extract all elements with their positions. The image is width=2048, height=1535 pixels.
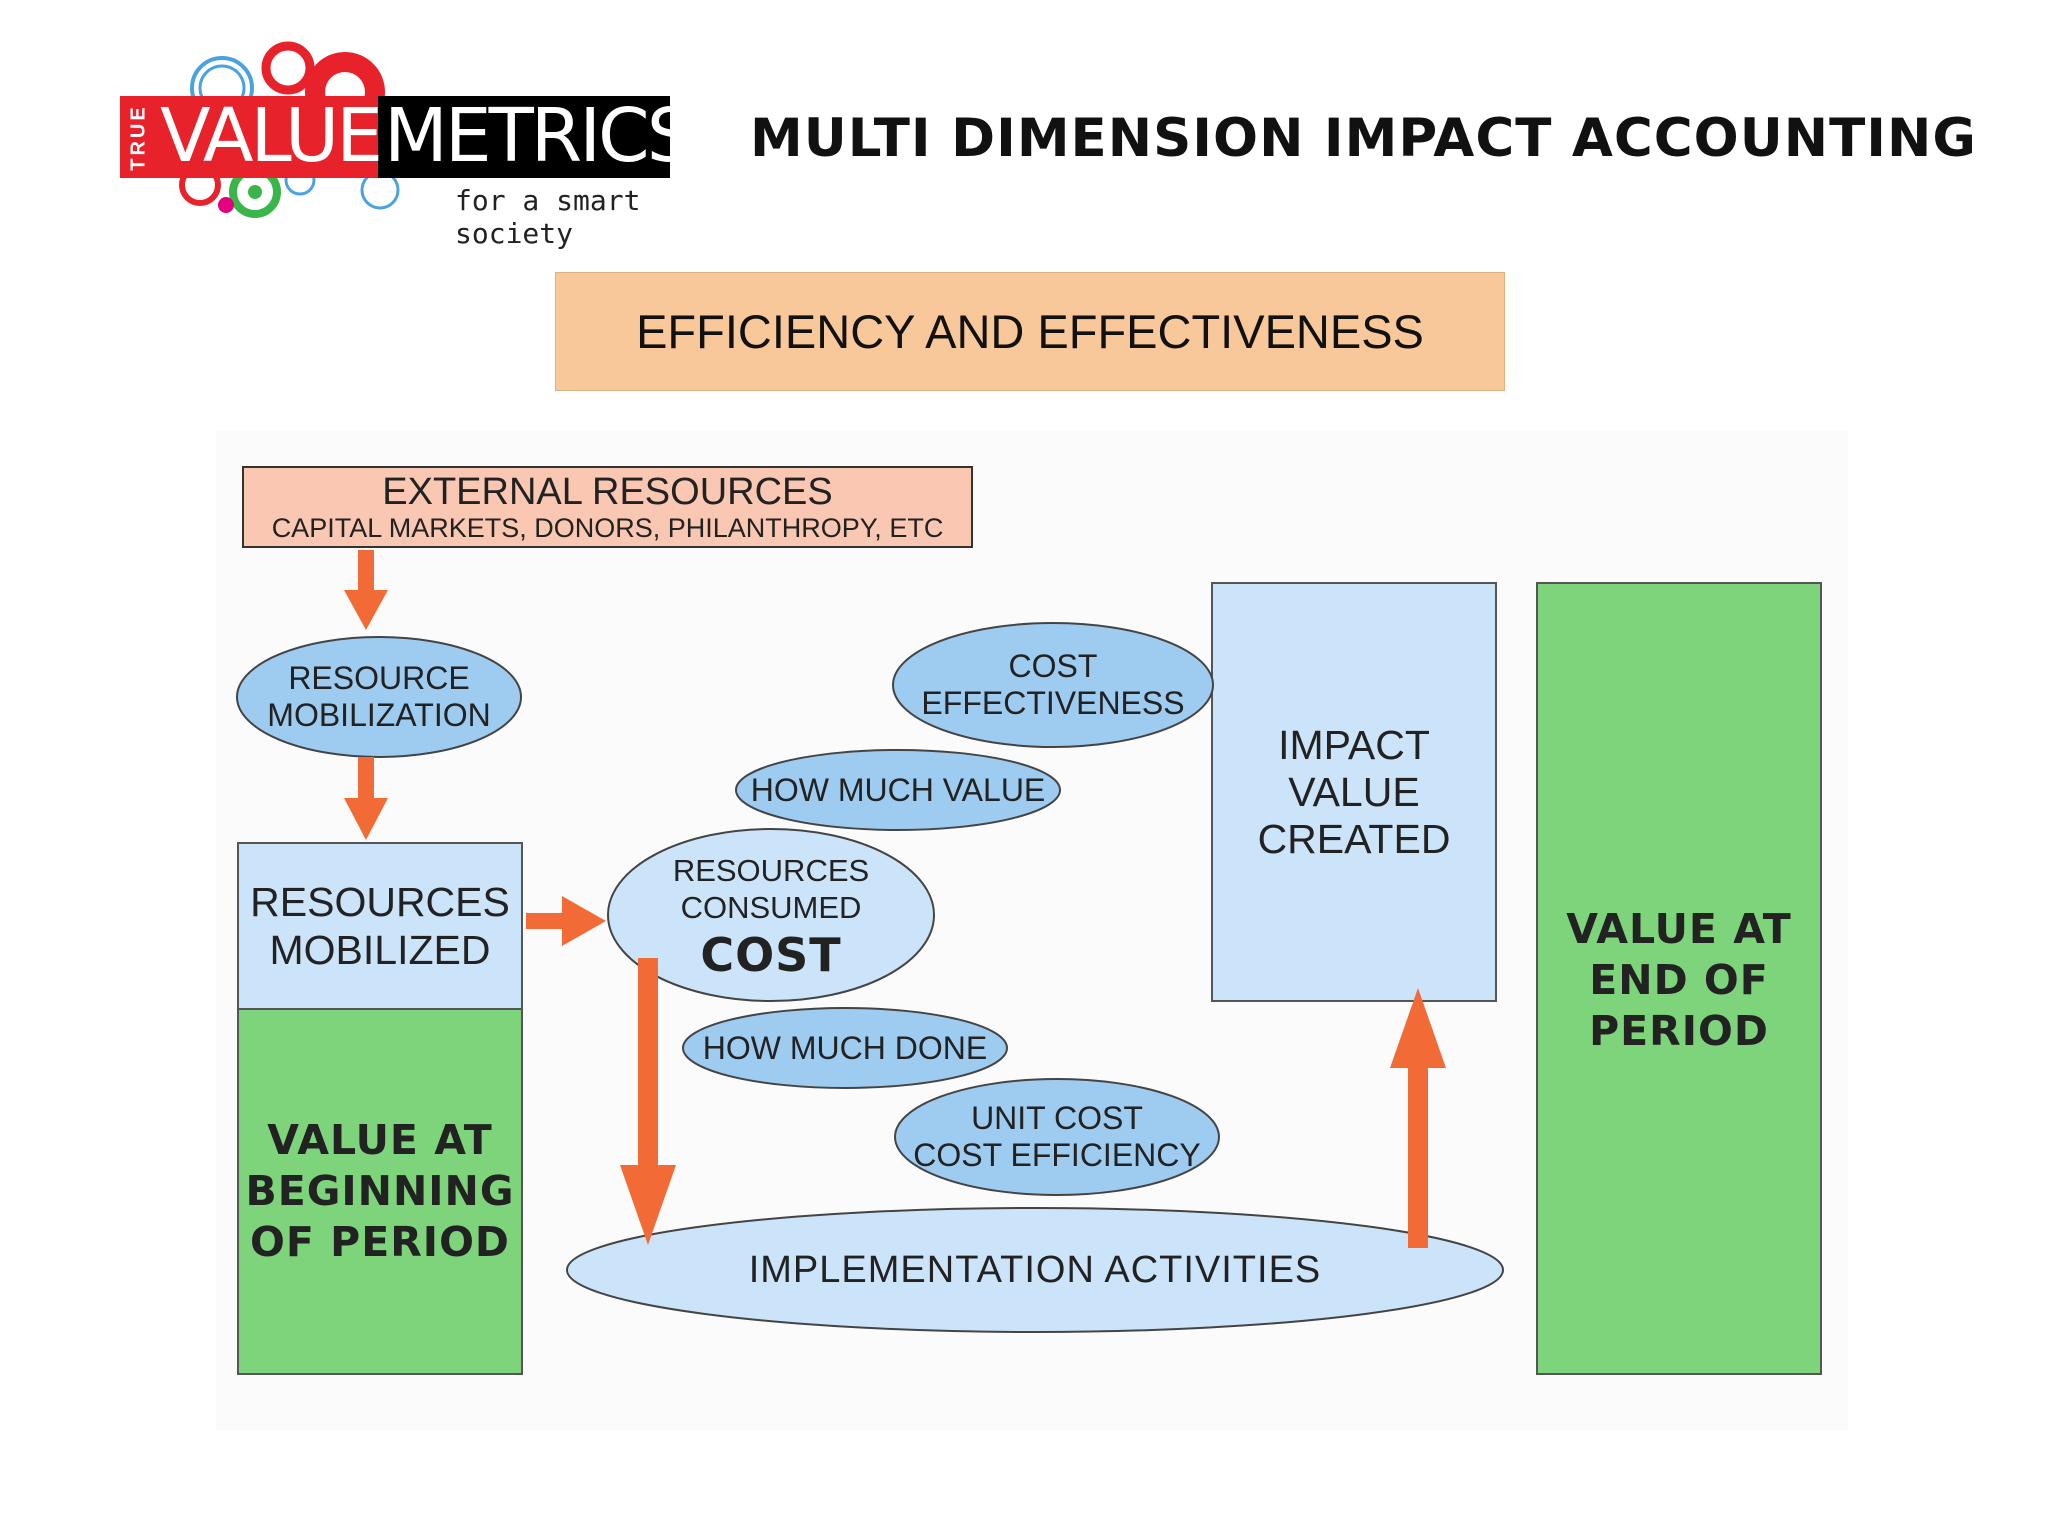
banner-text: EFFICIENCY AND EFFECTIVENESS: [636, 305, 1424, 358]
arrow-mobilized-shaft: [526, 913, 566, 929]
arrow-up-head: [1390, 988, 1446, 1068]
arrow-mobilized-head: [562, 896, 606, 946]
unit-cost-line2: COST EFFICIENCY: [913, 1137, 1201, 1173]
logo-value-text: VALUE: [160, 93, 383, 179]
value-beginning-line1: VALUE AT: [267, 1116, 493, 1164]
logo-metrics-text: METRICS: [384, 93, 694, 179]
impact-value-line2: VALUE: [1288, 769, 1420, 815]
cost-effectiveness-line1: COST: [1008, 648, 1098, 684]
arrow-down-shaft: [638, 958, 658, 1170]
cost-effectiveness-label: COST EFFECTIVENESS: [893, 640, 1213, 730]
resources-mobilized-line1: RESOURCES: [250, 879, 510, 925]
implementation-text: IMPLEMENTATION ACTIVITIES: [748, 1248, 1322, 1291]
logo: TRUE VALUE METRICS for a smart society: [0, 0, 700, 250]
cost-effectiveness-ellipse: [892, 622, 1214, 748]
external-resources-box: EXTERNAL RESOURCES CAPITAL MARKETS, DONO…: [242, 466, 973, 548]
arrow-mobilization-head: [344, 798, 388, 840]
how-much-value-ellipse: [735, 749, 1061, 831]
cost-effectiveness-line2: EFFECTIVENESS: [921, 685, 1185, 721]
logo-red-bar: [120, 96, 378, 178]
impact-value-line1: IMPACT: [1278, 722, 1430, 768]
unit-cost-label: UNIT COST COST EFFICIENCY: [895, 1092, 1219, 1182]
arrow-external-head: [344, 590, 388, 630]
resources-consumed-label: RESOURCES CONSUMED COST: [608, 843, 934, 993]
value-end-box: VALUE AT END OF PERIOD: [1536, 582, 1822, 1375]
how-much-done-text: HOW MUCH DONE: [702, 1029, 988, 1066]
how-much-done-label: HOW MUCH DONE: [683, 1028, 1007, 1068]
arrow-mobilization-shaft: [358, 757, 374, 801]
arrow-down-head: [620, 1165, 676, 1245]
resources-mobilized-box: RESOURCES MOBILIZED: [237, 842, 523, 1010]
value-beginning-line3: OF PERIOD: [250, 1218, 510, 1266]
efficiency-banner: EFFICIENCY AND EFFECTIVENESS: [555, 272, 1505, 391]
value-beginning-box: VALUE AT BEGINNING OF PERIOD: [237, 1008, 523, 1375]
arrow-external-shaft: [358, 550, 374, 592]
resource-mobilization-line1: RESOURCE: [288, 660, 470, 696]
implementation-ellipse: [566, 1207, 1504, 1333]
how-much-value-text: HOW MUCH VALUE: [750, 771, 1046, 808]
external-resources-subtitle: CAPITAL MARKETS, DONORS, PHILANTHROPY, E…: [271, 513, 944, 543]
value-beginning-line2: BEGINNING: [245, 1167, 515, 1215]
cost-label: COST: [700, 928, 842, 982]
arrow-up-shaft: [1408, 1060, 1428, 1248]
resources-consumed-line2: CONSUMED: [680, 890, 862, 925]
impact-value-box: IMPACT VALUE CREATED: [1211, 582, 1497, 1002]
resource-mobilization-line2: MOBILIZATION: [267, 697, 491, 733]
how-much-value-label: HOW MUCH VALUE: [736, 770, 1060, 810]
value-end-line1: VALUE AT: [1566, 905, 1792, 953]
resources-consumed-line1: RESOURCES: [672, 853, 870, 888]
resource-mobilization-ellipse: [236, 636, 522, 758]
how-much-done-ellipse: [682, 1007, 1008, 1089]
implementation-label: IMPLEMENTATION ACTIVITIES: [567, 1245, 1503, 1295]
value-end-line3: PERIOD: [1589, 1007, 1769, 1055]
resources-consumed-ellipse: [607, 828, 935, 1002]
external-resources-title: EXTERNAL RESOURCES: [382, 471, 833, 513]
resources-mobilized-line2: MOBILIZED: [269, 927, 491, 973]
unit-cost-line1: UNIT COST: [971, 1100, 1143, 1136]
page-title: MULTI DIMENSION IMPACT ACCOUNTING: [750, 108, 1977, 169]
impact-value-line3: CREATED: [1257, 816, 1451, 862]
resource-mobilization-label: RESOURCE MOBILIZATION: [237, 652, 521, 742]
logo-tagline: for a smart society: [455, 184, 641, 250]
unit-cost-ellipse: [894, 1078, 1220, 1196]
value-end-line2: END OF: [1589, 956, 1769, 1004]
